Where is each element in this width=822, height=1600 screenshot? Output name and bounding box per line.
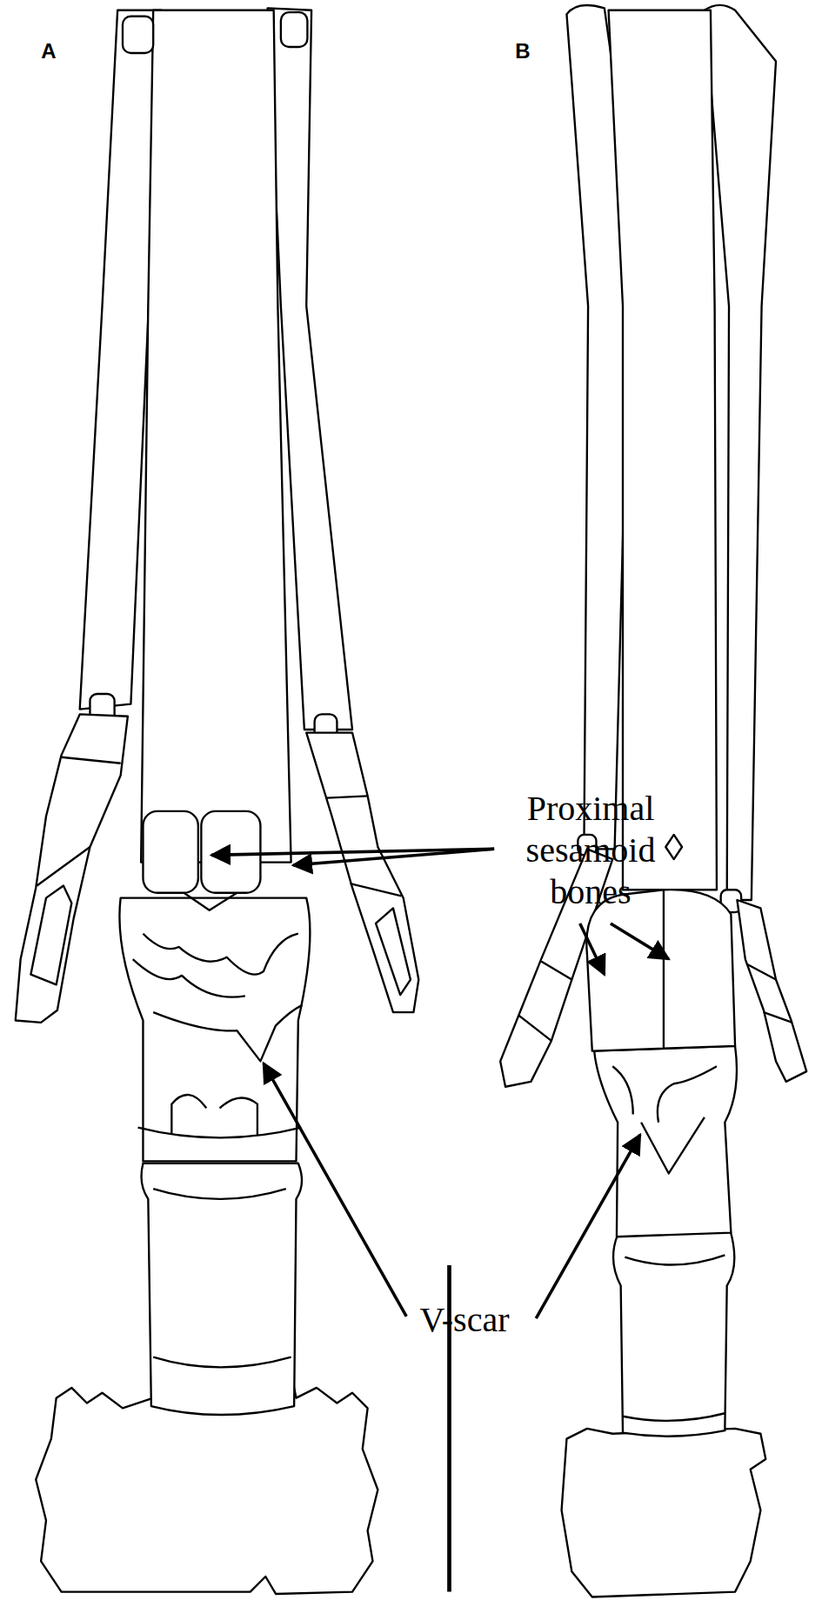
- dewclaw-line: [327, 795, 411, 996]
- leader-arrow: [580, 923, 605, 976]
- sesamoid-bone: [586, 889, 736, 1052]
- callout-label: Proximal sesamoid bones: [503, 788, 678, 914]
- callout-label: V-scar: [420, 1299, 510, 1342]
- dewclaw: [306, 733, 419, 1014]
- panel-a-bones: [15, 7, 420, 1595]
- panel-letter: A: [40, 40, 56, 63]
- leader-arrow: [293, 848, 495, 866]
- bone-line: [622, 1255, 725, 1422]
- leader-arrow: [535, 1135, 641, 1319]
- bone-line: [662, 889, 665, 1050]
- panel-letter: B: [514, 40, 530, 63]
- distal-phalanx: [561, 1429, 767, 1598]
- leader-arrows: [211, 848, 669, 1319]
- bone-knob: [122, 16, 154, 54]
- middle-phalanx: [141, 1163, 302, 1416]
- bone-knob: [665, 835, 682, 860]
- dewclaw: [736, 900, 807, 1083]
- bone-line: [138, 1095, 302, 1138]
- dewclaw-line: [747, 964, 793, 1023]
- sesamoid-bone: [142, 811, 198, 894]
- leader-arrow: [610, 923, 669, 960]
- dewclaw: [15, 714, 128, 1023]
- proximal-phalanx: [594, 1046, 737, 1237]
- bone-knob: [280, 12, 308, 47]
- bone-line: [183, 893, 237, 911]
- panel-b-bones: [500, 5, 807, 1598]
- bone-line: [153, 1189, 291, 1368]
- middle-phalanx: [613, 1229, 735, 1437]
- sesamoid-bone: [200, 811, 261, 894]
- cannon-bone: [608, 10, 717, 891]
- v-scar-line: [133, 934, 303, 1063]
- proximal-phalanx: [119, 898, 310, 1163]
- leader-arrow: [263, 1063, 407, 1317]
- dewclaw-line: [30, 757, 121, 986]
- dewclaw-line: [518, 961, 572, 1042]
- cannon-bone: [140, 10, 292, 863]
